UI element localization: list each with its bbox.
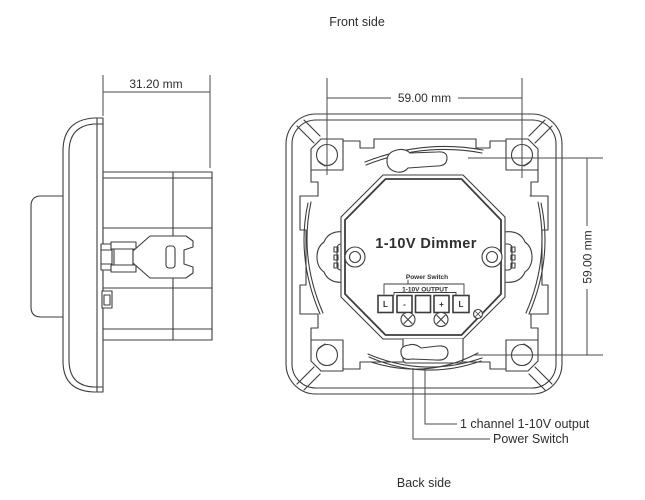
clip-block (113, 248, 134, 266)
output-callout-line (424, 368, 457, 425)
top-spring-wire (364, 145, 484, 163)
back-view: 1-10V Dimmer Power Switch 1-10V OUTPUT L… (285, 113, 563, 395)
terminal-label: L (383, 300, 388, 309)
terminal-box-5 (452, 294, 470, 314)
width-extension-lines (326, 78, 523, 178)
clip-shaft (100, 243, 113, 271)
small-screw-cross (475, 311, 481, 317)
clip-claw (132, 235, 194, 279)
terminal-box-3 (414, 294, 432, 314)
output-bracket-label: 1-10V OUTPUT (402, 287, 448, 294)
octagon-screw-left-inner (348, 250, 362, 264)
callout-output-channel: 1 channel 1-10V output (424, 368, 590, 431)
face-plate (62, 117, 104, 393)
power-switch-bracket-label: Power Switch (406, 274, 448, 281)
width-dimension-label: 59.00 mm (398, 91, 451, 105)
power-callout-label: Power Switch (493, 432, 569, 446)
height-extension-lines (468, 157, 603, 356)
dimension-width: 59.00 mm (326, 78, 523, 178)
side-view (30, 117, 213, 393)
power-switch-bracket (383, 283, 465, 295)
bottom-spring-wire (367, 353, 483, 368)
octagon-screw-right-inner (485, 250, 499, 264)
terminal-screw-right-cross (436, 314, 446, 325)
front-side-title: Front side (329, 15, 385, 29)
knob (30, 195, 65, 318)
keyhole-slot (386, 148, 448, 173)
inner-contour-top (342, 138, 506, 149)
lower-clip (101, 290, 113, 309)
dimension-depth: 31.20 mm (102, 75, 211, 168)
back-side-title: Back side (397, 476, 451, 490)
inner-contour-right (529, 195, 549, 315)
bottom-tab-slot (400, 343, 449, 361)
face-plate-inner-line (68, 123, 104, 388)
clip-claw-slot (165, 245, 176, 269)
clip-shaft-lines (100, 249, 113, 265)
height-dimension-label: 59.00 mm (581, 230, 595, 283)
top-spring-wire-2 (365, 148, 483, 166)
terminal-box-2 (396, 294, 413, 314)
device-label: 1-10V Dimmer (375, 236, 477, 252)
clip-flange-bottom (110, 264, 137, 273)
bottom-spring-wire-3 (370, 352, 479, 370)
terminal-label: - (403, 300, 406, 309)
output-bracket (393, 292, 457, 296)
depth-dimension-label: 31.20 mm (129, 77, 182, 91)
terminal-box-1 (377, 294, 394, 314)
terminal-label: + (439, 300, 444, 309)
lower-clip-slot (103, 294, 111, 306)
claw-clip-mechanism (100, 235, 194, 309)
dimmer-octagon-inner (344, 178, 502, 336)
inner-contour-left (299, 195, 319, 315)
depth-extension-lines (102, 75, 211, 168)
terminal-screw-left-cross (403, 314, 413, 325)
dimension-height: 59.00 mm (468, 157, 603, 356)
inner-frame (291, 119, 557, 389)
terminal-label: L (459, 300, 464, 309)
output-callout-label: 1 channel 1-10V output (460, 417, 590, 431)
clip-flange-top (110, 241, 137, 250)
callout-power-switch: Power Switch (412, 368, 569, 446)
terminal-block: L - + L (377, 294, 484, 328)
power-callout-line (412, 368, 490, 440)
